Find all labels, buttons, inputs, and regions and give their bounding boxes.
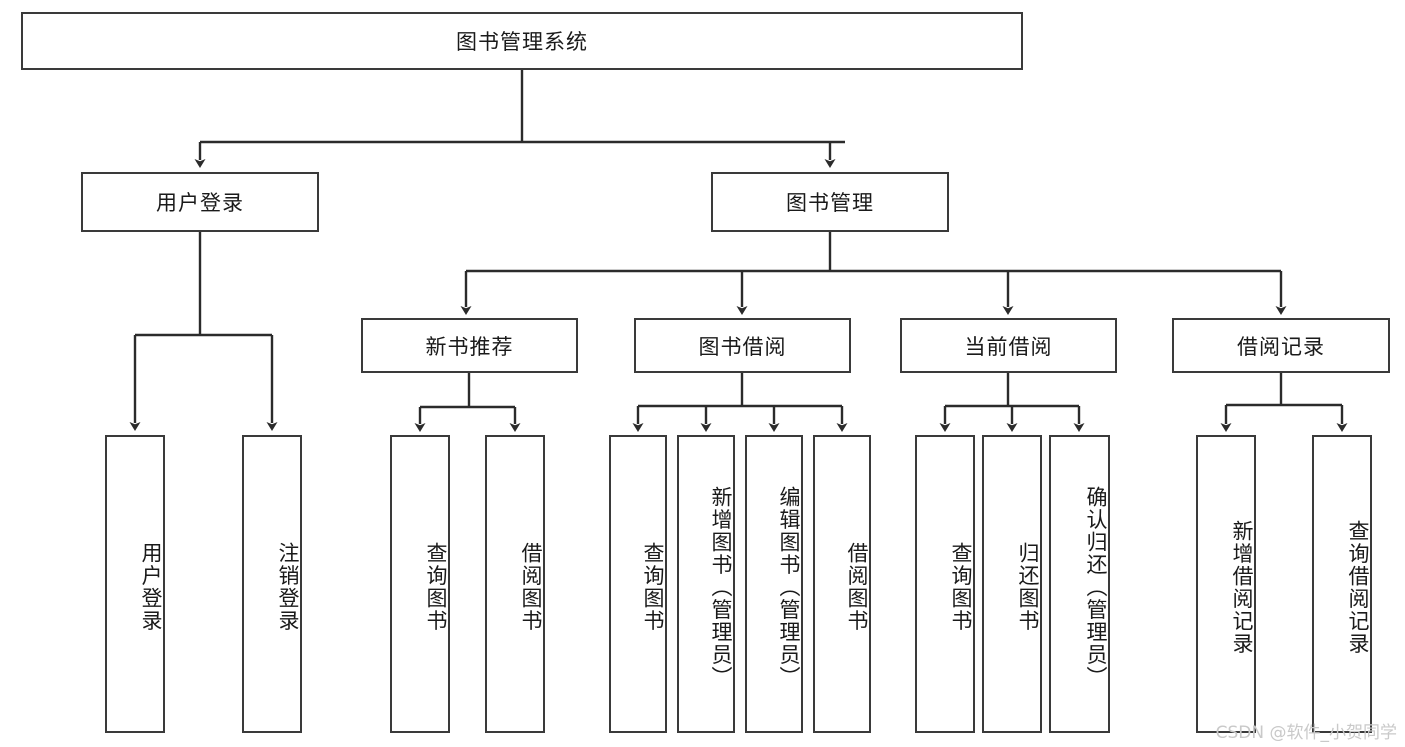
csdn-watermark: CSDN @软件_小贺同学	[1215, 723, 1397, 743]
leaf-confirm-return-admin[interactable]: 确认归还（管理员）	[1049, 435, 1110, 733]
node-user-login[interactable]: 用户登录	[81, 172, 319, 232]
edge-group-root	[194, 70, 845, 168]
node-new-book-recommend[interactable]: 新书推荐	[361, 318, 578, 373]
leaf-logout-login[interactable]: 注销登录	[242, 435, 302, 733]
leaf-return-book[interactable]: 归还图书	[982, 435, 1042, 733]
leaf-add-book-admin[interactable]: 新增图书（管理员）	[677, 435, 735, 733]
node-borrow-record[interactable]: 借阅记录	[1172, 318, 1390, 373]
node-current-borrow[interactable]: 当前借阅	[900, 318, 1117, 373]
leaf-edit-book-admin[interactable]: 编辑图书（管理员）	[745, 435, 803, 733]
leaf-query-book-recommend[interactable]: 查询图书	[390, 435, 450, 733]
leaf-borrow-book[interactable]: 借阅图书	[813, 435, 871, 733]
leaf-borrow-book-recommend[interactable]: 借阅图书	[485, 435, 545, 733]
edge-group-current-borrow	[939, 373, 1085, 432]
edge-group-borrow-record	[1220, 373, 1348, 432]
node-root-system[interactable]: 图书管理系统	[21, 12, 1023, 70]
node-book-management[interactable]: 图书管理	[711, 172, 949, 232]
leaf-query-book-borrow[interactable]: 查询图书	[609, 435, 667, 733]
edge-group-new-book	[414, 373, 521, 432]
node-book-borrow[interactable]: 图书借阅	[634, 318, 851, 373]
leaf-add-borrow-record[interactable]: 新增借阅记录	[1196, 435, 1256, 733]
edge-group-user-login	[129, 232, 278, 431]
edge-group-book-mgmt	[460, 232, 1287, 315]
leaf-query-book-current[interactable]: 查询图书	[915, 435, 975, 733]
leaf-query-borrow-record[interactable]: 查询借阅记录	[1312, 435, 1372, 733]
edge-group-borrow	[632, 373, 848, 432]
leaf-user-login[interactable]: 用户登录	[105, 435, 165, 733]
